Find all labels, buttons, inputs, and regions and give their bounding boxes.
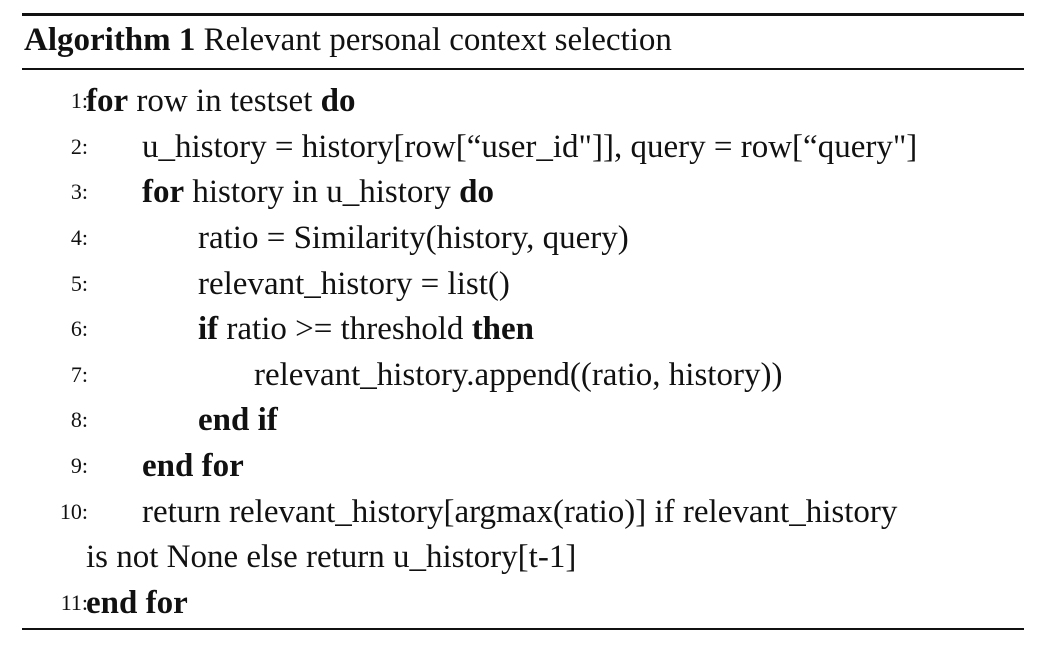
line-text: return relevant_history[argmax(ratio)] i… xyxy=(142,494,898,530)
line-statement: relevant_history.append((ratio, history)… xyxy=(254,352,782,398)
algorithm-line: 11: end for xyxy=(22,580,1024,626)
top-rule xyxy=(22,13,1024,16)
algorithm-box: Algorithm 1 Relevant personal context se… xyxy=(22,0,1024,656)
keyword: end for xyxy=(86,585,188,621)
line-text: row in testset xyxy=(136,83,313,119)
algorithm-line-continuation: is not None else return u_history[t-1] xyxy=(22,534,1024,580)
line-number: 3: xyxy=(70,179,88,204)
line-statement: for row in testset do xyxy=(86,78,355,124)
line-statement: end if xyxy=(198,397,278,443)
caption-label: Algorithm 1 xyxy=(24,22,196,58)
algorithm-caption: Algorithm 1 Relevant personal context se… xyxy=(24,17,672,63)
line-text: is not None else return u_history[t-1] xyxy=(86,539,577,575)
line-number: 10: xyxy=(59,499,88,524)
caption-rule xyxy=(22,68,1024,70)
algorithm-line: 1: for row in testset do xyxy=(22,78,1024,124)
line-statement: for history in u_history do xyxy=(142,169,494,215)
line-statement: relevant_history = list() xyxy=(198,261,510,307)
algorithm-line: 5: relevant_history = list() xyxy=(22,261,1024,307)
algorithm-line: 9: end for xyxy=(22,443,1024,489)
keyword: if xyxy=(198,311,219,347)
algorithm-line: 4: ratio = Similarity(history, query) xyxy=(22,215,1024,261)
line-number: 11: xyxy=(60,590,88,615)
bottom-rule xyxy=(22,628,1024,630)
keyword: do xyxy=(459,174,495,210)
line-text: u_history = history[row[“user_id"]], que… xyxy=(142,129,918,165)
keyword: for xyxy=(142,174,185,210)
algorithm-line: 3: for history in u_history do xyxy=(22,169,1024,215)
caption-title: Relevant personal context selection xyxy=(203,22,672,58)
keyword: end for xyxy=(142,448,244,484)
line-number: 6: xyxy=(70,316,88,341)
line-number: 1: xyxy=(70,88,88,113)
line-text: relevant_history = list() xyxy=(198,266,510,302)
keyword: then xyxy=(471,311,535,347)
line-statement: end for xyxy=(142,443,244,489)
line-statement: return relevant_history[argmax(ratio)] i… xyxy=(142,489,897,535)
algorithm-line: 2: u_history = history[row[“user_id"]], … xyxy=(22,124,1024,170)
line-number: 9: xyxy=(70,453,88,478)
line-statement: if ratio >= threshold then xyxy=(198,306,534,352)
algorithm-line: 7: relevant_history.append((ratio, histo… xyxy=(22,352,1024,398)
line-number: 8: xyxy=(70,407,88,432)
algorithm-line: 10: return relevant_history[argmax(ratio… xyxy=(22,489,1024,535)
line-statement: u_history = history[row[“user_id"]], que… xyxy=(142,124,917,170)
line-number: 2: xyxy=(70,134,88,159)
line-statement: ratio = Similarity(history, query) xyxy=(198,215,629,261)
line-text: relevant_history.append((ratio, history)… xyxy=(254,357,783,393)
keyword: for xyxy=(86,83,129,119)
line-text: history in u_history xyxy=(192,174,451,210)
line-number: 7: xyxy=(70,362,88,387)
line-number: 4: xyxy=(70,225,88,250)
line-text: ratio = Similarity(history, query) xyxy=(198,220,629,256)
keyword: end if xyxy=(198,402,278,438)
keyword: do xyxy=(320,83,356,119)
line-statement: is not None else return u_history[t-1] xyxy=(86,534,576,580)
algorithm-line: 8: end if xyxy=(22,397,1024,443)
line-text: ratio >= threshold xyxy=(226,311,464,347)
line-number: 5: xyxy=(70,271,88,296)
line-statement: end for xyxy=(86,580,188,626)
algorithm-line: 6: if ratio >= threshold then xyxy=(22,306,1024,352)
